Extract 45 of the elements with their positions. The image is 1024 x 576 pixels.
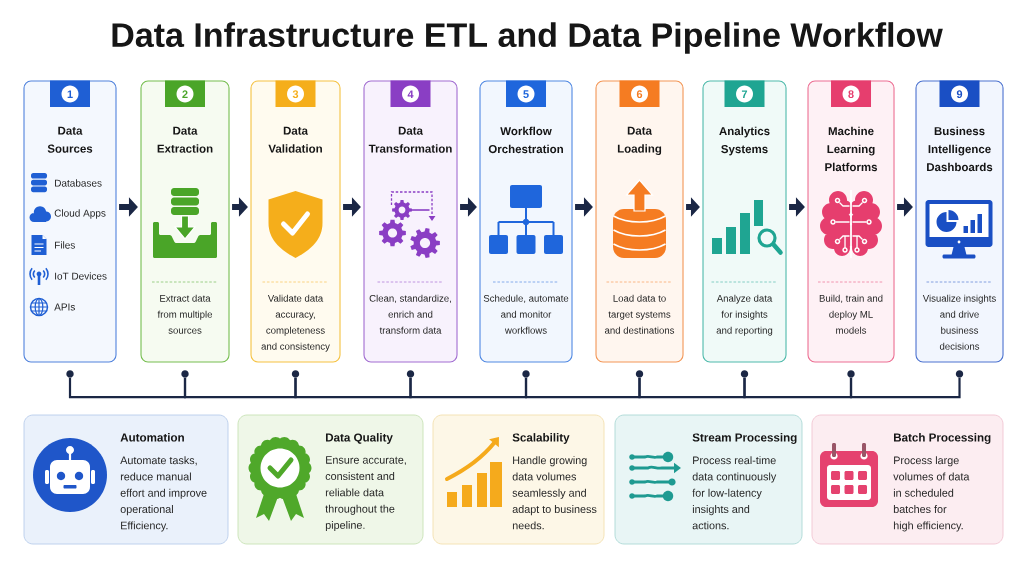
- card-text: Ensure accurate, consistent and reliable data throughout the pipeline.: [325, 456, 406, 532]
- card-title: Stream Processing: [692, 433, 797, 444]
- card-title: Data Sources: [47, 126, 93, 153]
- card-title: Analytics Systems: [719, 126, 770, 156]
- card-title: Data Transformation: [368, 126, 452, 153]
- number-badge: 8: [831, 80, 871, 107]
- card-text: Extract data from multiple sources: [157, 294, 213, 334]
- card-text: Build, train and deploy ML models: [819, 294, 883, 334]
- title: Data Infrastructure ETL and Data Pipeline Workflow: [112, 22, 943, 54]
- list-item: APIs: [54, 303, 75, 311]
- number-badge: 2: [165, 80, 205, 107]
- card-title: Data Loading: [617, 126, 662, 156]
- connector-line: [849, 377, 961, 399]
- list-item: Cloud Apps: [54, 209, 106, 219]
- number-badge: 1: [50, 80, 90, 107]
- card-text: Schedule, automate and monitor workflows: [483, 294, 569, 334]
- card-title: Workflow Orchestration: [488, 126, 563, 154]
- card-text: Analyze data for insights and reporting: [716, 294, 773, 336]
- card-text: Visualize insights and drive business decisions: [922, 294, 996, 350]
- card-title: Business Intelligence Dashboards: [927, 126, 993, 172]
- card-text: Validate data accuracy, completeness and consistency: [261, 294, 330, 352]
- connector-line: [294, 377, 412, 399]
- card-text: Handle growing data volumes seamlessly and adapt to business needs.: [512, 456, 597, 530]
- card-title: Data Validation: [268, 126, 322, 153]
- card-text: Process large volumes of data in scheduled batches for high efficiency.: [893, 456, 970, 532]
- list-item: Files: [55, 241, 75, 249]
- connector-line: [183, 377, 297, 399]
- connector-line: [68, 377, 187, 399]
- card-title: Data Quality: [326, 433, 393, 444]
- card-text: Clean, standardize, enrich and transform data: [369, 294, 451, 334]
- card-text: Automate tasks, reduce manual effort and improve operational Efficiency.: [120, 456, 207, 532]
- card-text: Load data to target systems and destinations: [604, 294, 675, 334]
- card-title: Batch Processing: [894, 433, 991, 444]
- connector-line: [743, 377, 853, 399]
- connector-line: [524, 377, 641, 399]
- number-badge: 5: [506, 80, 546, 107]
- list-item: IoT Devices: [55, 272, 107, 280]
- connector-line: [409, 377, 528, 399]
- card-title: Automation: [120, 433, 184, 442]
- card-text: Process real-time data continuously for low-latency insights and actions.: [692, 456, 777, 530]
- card-title: Machine Learning Platforms: [825, 126, 878, 172]
- card-title: Data Extraction: [157, 126, 213, 153]
- connector-line: [638, 377, 746, 399]
- list-item: Databases: [55, 179, 102, 187]
- card-title: Scalability: [512, 433, 570, 444]
